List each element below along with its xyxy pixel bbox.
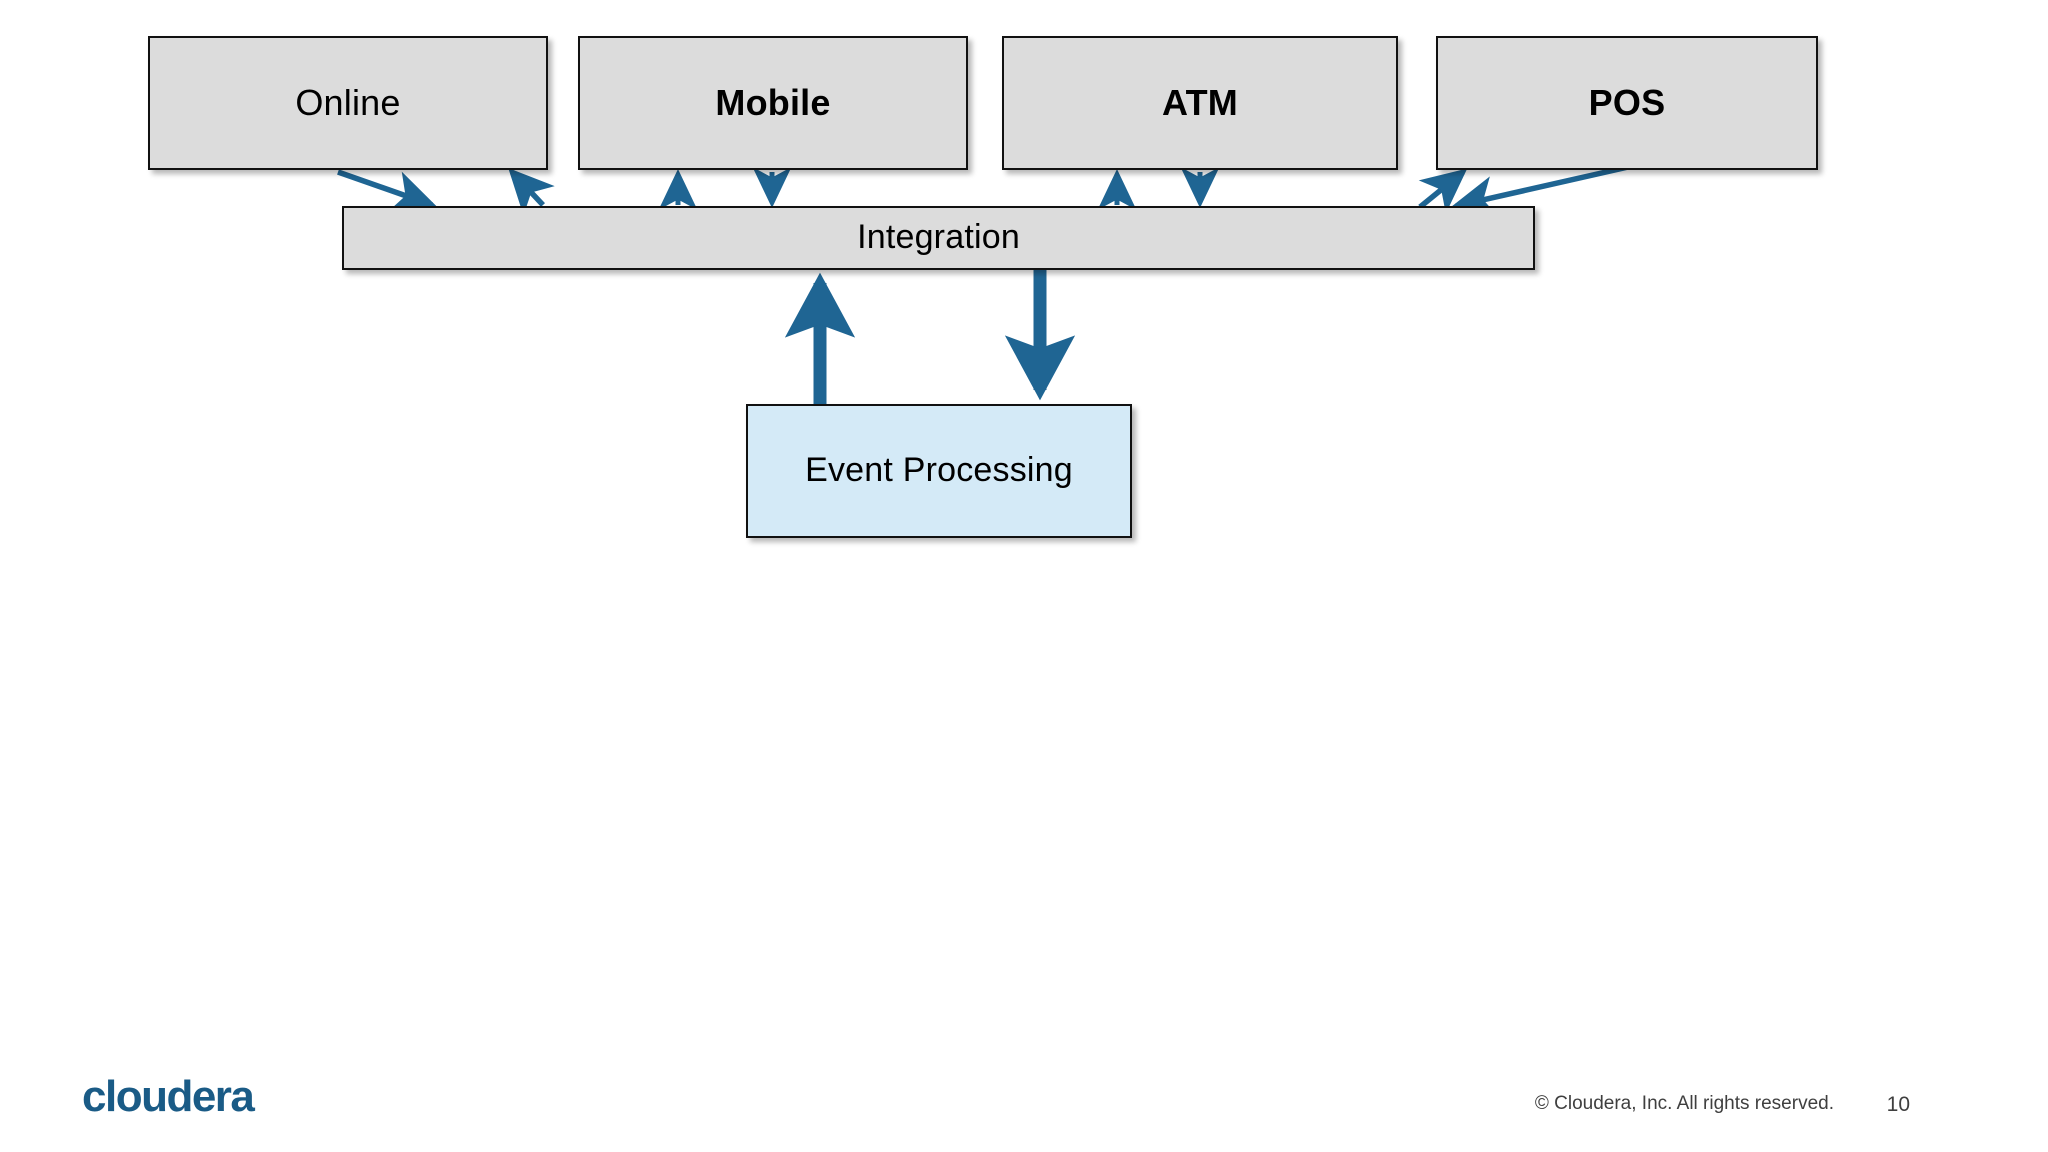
cloudera-logo: cloudera <box>82 1072 255 1121</box>
channel-box-pos[interactable]: POS <box>1436 36 1818 170</box>
event-processing-box[interactable]: Event Processing <box>746 404 1132 538</box>
arrow-pos-to-integration <box>1450 162 1638 219</box>
channel-label-pos: POS <box>1588 82 1666 124</box>
integration-bar[interactable]: Integration <box>342 206 1535 270</box>
arrow-integration-to-online <box>508 167 555 216</box>
channel-box-atm[interactable]: ATM <box>1002 36 1398 170</box>
channel-box-mobile[interactable]: Mobile <box>578 36 968 170</box>
page-number: 10 <box>1886 1093 1910 1116</box>
channel-box-online[interactable]: Online <box>148 36 548 170</box>
copyright-text: © Cloudera, Inc. All rights reserved. <box>1534 1093 1834 1114</box>
arrow-integration-to-pos <box>1418 168 1468 214</box>
arrow-online-to-integration <box>337 169 438 213</box>
channel-label-atm: ATM <box>1162 82 1238 124</box>
event-processing-label: Event Processing <box>805 451 1073 490</box>
integration-label: Integration <box>857 218 1020 257</box>
channel-label-mobile: Mobile <box>715 82 831 124</box>
channel-label-online: Online <box>295 82 401 124</box>
